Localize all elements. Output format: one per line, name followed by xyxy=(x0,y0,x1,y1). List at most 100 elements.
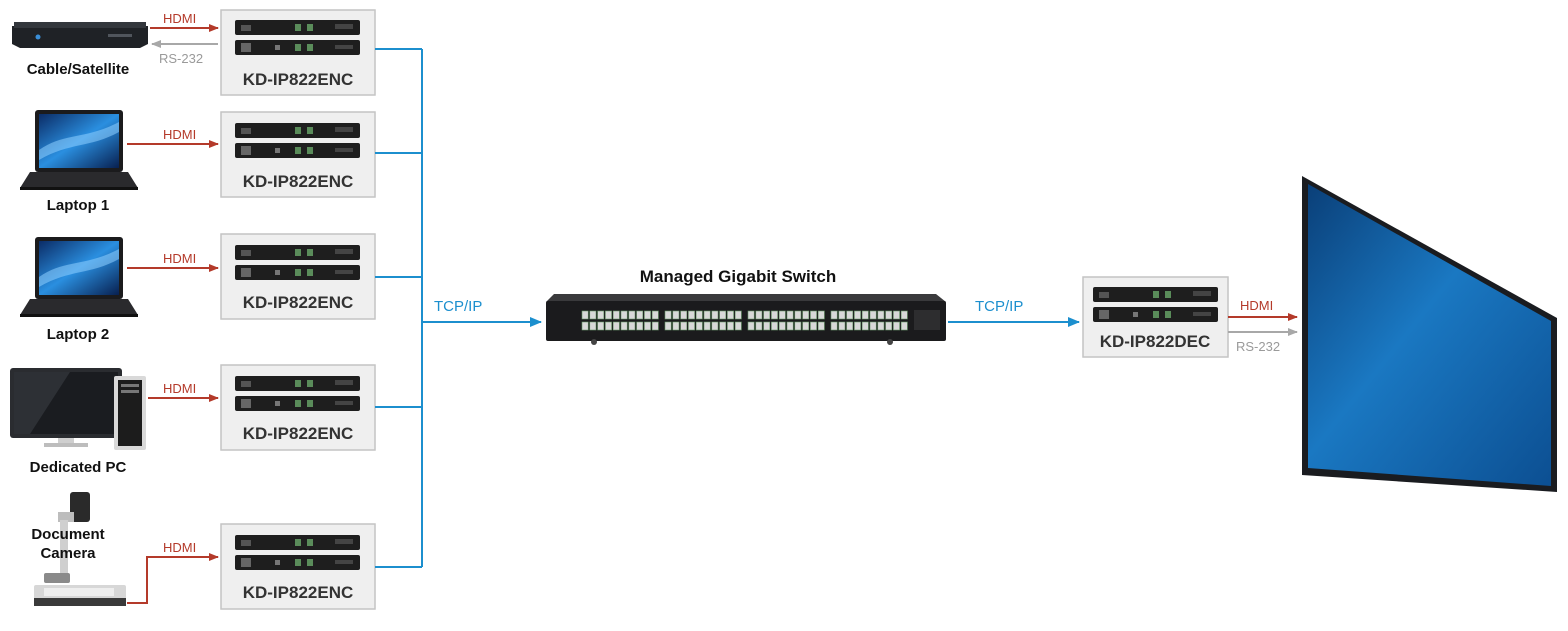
switch-port xyxy=(734,321,742,331)
switch-port xyxy=(703,310,711,320)
switch-port xyxy=(763,310,771,320)
switch-port xyxy=(688,321,695,331)
switch-port xyxy=(786,321,794,331)
hdmi-label-4: HDMI xyxy=(163,381,196,396)
encoder-label-4: KD-IP822ENC xyxy=(243,424,354,443)
switch-port xyxy=(869,310,877,320)
source-label-dedicated-pc: Dedicated PC xyxy=(30,459,127,476)
switch-port xyxy=(786,310,794,320)
switch-port xyxy=(719,310,727,320)
encoder-box-4: KD-IP822ENC xyxy=(220,364,376,451)
switch-port xyxy=(605,321,612,331)
tcp-label-left: TCP/IP xyxy=(434,298,482,315)
switch-port xyxy=(885,310,893,320)
switch-port xyxy=(817,321,825,331)
switch-port xyxy=(778,321,786,331)
hdmi-label-5: HDMI xyxy=(163,540,196,555)
switch-port xyxy=(680,310,688,320)
switch-port xyxy=(885,321,893,331)
hdmi-label-1: HDMI xyxy=(163,11,196,26)
source-label-laptop-1: Laptop 1 xyxy=(47,197,110,214)
switch-port xyxy=(727,321,734,331)
rs232-label-out: RS-232 xyxy=(1236,339,1280,354)
tcp-label-right: TCP/IP xyxy=(975,298,1023,315)
switch-port xyxy=(838,321,846,331)
switch-port xyxy=(900,321,908,331)
switch-port xyxy=(893,321,900,331)
switch-port xyxy=(581,321,589,331)
switch-port xyxy=(763,321,771,331)
switch-port xyxy=(846,321,854,331)
switch-port xyxy=(688,310,695,320)
decoder-label: KD-IP822DEC xyxy=(1100,332,1211,351)
hdmi-label-3: HDMI xyxy=(163,251,196,266)
switch-port xyxy=(861,321,869,331)
switch-port xyxy=(794,321,802,331)
switch-port xyxy=(672,321,680,331)
encoder-box-1: KD-IP822ENC xyxy=(220,9,376,96)
source-label-document-camera-line-2: Camera xyxy=(40,545,96,562)
switch-port xyxy=(695,321,703,331)
switch-port xyxy=(771,321,778,331)
source-label-laptop-2: Laptop 2 xyxy=(47,326,110,343)
laptop-2-icon xyxy=(20,237,138,317)
switch-port xyxy=(747,310,755,320)
network-bus xyxy=(375,48,423,568)
switch-title: Managed Gigabit Switch xyxy=(640,267,836,286)
switch-port xyxy=(734,310,742,320)
switch-port xyxy=(755,310,763,320)
switch-port xyxy=(817,310,825,320)
switch-port xyxy=(838,310,846,320)
switch-port xyxy=(620,310,628,320)
switch-port xyxy=(651,321,659,331)
switch-port xyxy=(830,310,838,320)
hdmi-arrow-5 xyxy=(127,553,219,604)
switch-port xyxy=(711,310,719,320)
switch-port xyxy=(869,321,877,331)
switch-port xyxy=(597,310,605,320)
switch-port xyxy=(854,310,861,320)
switch-port xyxy=(644,321,651,331)
switch-port xyxy=(695,310,703,320)
managed-switch-icon xyxy=(546,294,946,345)
source-label-document-camera-line-1: Document xyxy=(31,526,104,543)
switch-port xyxy=(727,310,734,320)
rs232-label-1: RS-232 xyxy=(159,51,203,66)
switch-port xyxy=(597,321,605,331)
switch-port xyxy=(581,310,589,320)
switch-port xyxy=(830,321,838,331)
switch-port xyxy=(861,310,869,320)
switch-port xyxy=(802,310,810,320)
dedicated-pc-icon xyxy=(10,368,146,450)
switch-port xyxy=(893,310,900,320)
switch-port xyxy=(794,310,802,320)
switch-port xyxy=(719,321,727,331)
encoder-box-2: KD-IP822ENC xyxy=(220,111,376,198)
switch-port xyxy=(703,321,711,331)
switch-port xyxy=(854,321,861,331)
switch-port xyxy=(802,321,810,331)
decoder-box: KD-IP822DEC xyxy=(1082,276,1229,358)
encoder-box-5: KD-IP822ENC xyxy=(220,523,376,610)
switch-port xyxy=(900,310,908,320)
switch-port xyxy=(620,321,628,331)
encoder-label-1: KD-IP822ENC xyxy=(243,70,354,89)
switch-port xyxy=(771,310,778,320)
encoder-label-3: KD-IP822ENC xyxy=(243,293,354,312)
switch-port xyxy=(846,310,854,320)
switch-port xyxy=(589,310,597,320)
switch-port xyxy=(664,321,672,331)
hdmi-label-2: HDMI xyxy=(163,127,196,142)
source-label-cable-satellite: Cable/Satellite xyxy=(27,61,130,78)
switch-port xyxy=(810,310,817,320)
switch-port xyxy=(810,321,817,331)
switch-port xyxy=(747,321,755,331)
switch-port xyxy=(877,321,885,331)
switch-port xyxy=(711,321,719,331)
display-4k-badge: 4K xyxy=(1360,448,1552,631)
switch-port xyxy=(636,321,644,331)
switch-port xyxy=(672,310,680,320)
switch-port xyxy=(612,310,620,320)
document-camera-icon xyxy=(34,492,126,606)
